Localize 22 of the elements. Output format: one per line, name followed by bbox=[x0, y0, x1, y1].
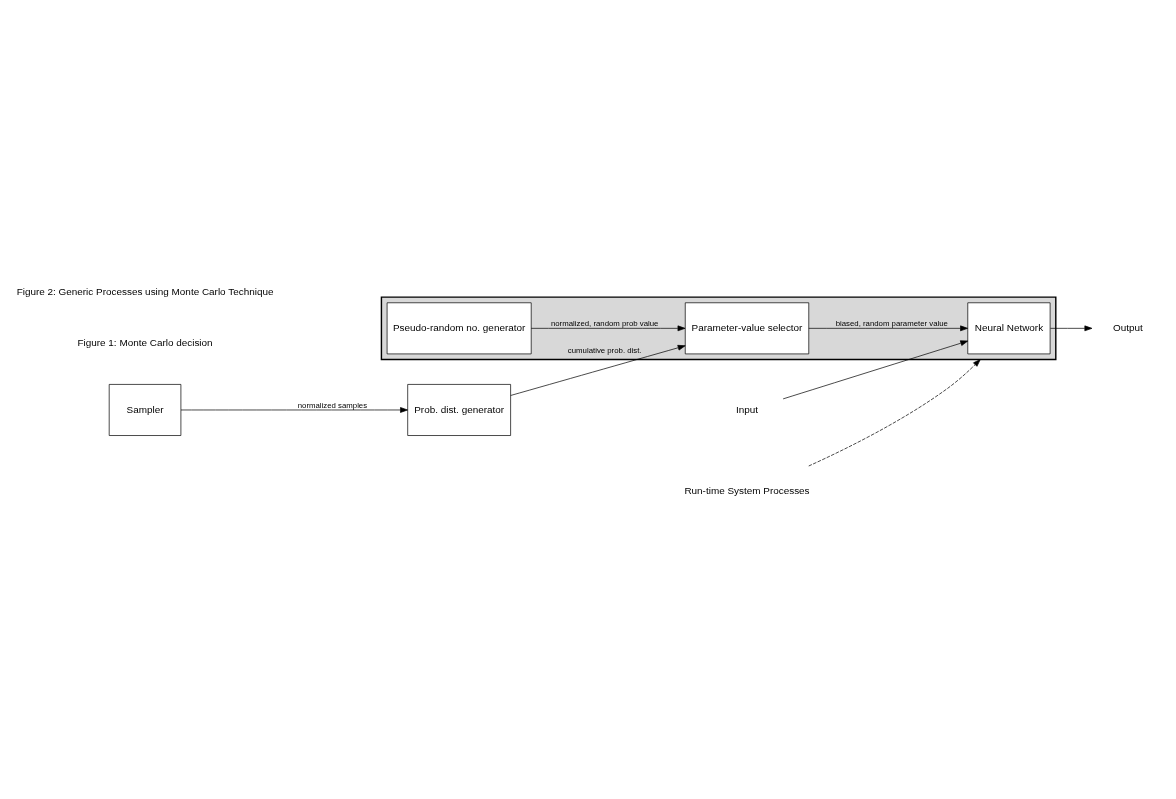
arrow bbox=[808, 325, 968, 332]
node-text: Run-time System Processes bbox=[684, 485, 810, 497]
edge-label: cumulative prob. dist. bbox=[567, 346, 642, 356]
node-text: Input bbox=[735, 403, 759, 415]
node-box: Neural Network bbox=[967, 302, 1051, 355]
node-box: Pseudo-random no. generator bbox=[386, 302, 532, 355]
arrow bbox=[1050, 325, 1093, 332]
arrow bbox=[510, 344, 686, 396]
edge-label: normalized samples bbox=[297, 400, 368, 410]
edge-label: biased, random parameter value bbox=[835, 319, 948, 329]
node-text: Output bbox=[1112, 321, 1143, 333]
arrow bbox=[180, 407, 408, 413]
label: Figure 1: Monte Carlo decision bbox=[77, 336, 213, 348]
arrow bbox=[808, 359, 981, 467]
arrow bbox=[782, 340, 969, 400]
node-box: Parameter-value selector bbox=[684, 302, 810, 355]
node-box: Prob. dist. generator bbox=[407, 384, 511, 436]
node-box: Sampler bbox=[108, 384, 182, 436]
edge-label: normalized, random prob value bbox=[550, 319, 659, 329]
label: Figure 2: Generic Processes using Monte Carlo Technique bbox=[16, 285, 274, 297]
cluster bbox=[380, 296, 1057, 361]
arrow bbox=[530, 325, 686, 332]
